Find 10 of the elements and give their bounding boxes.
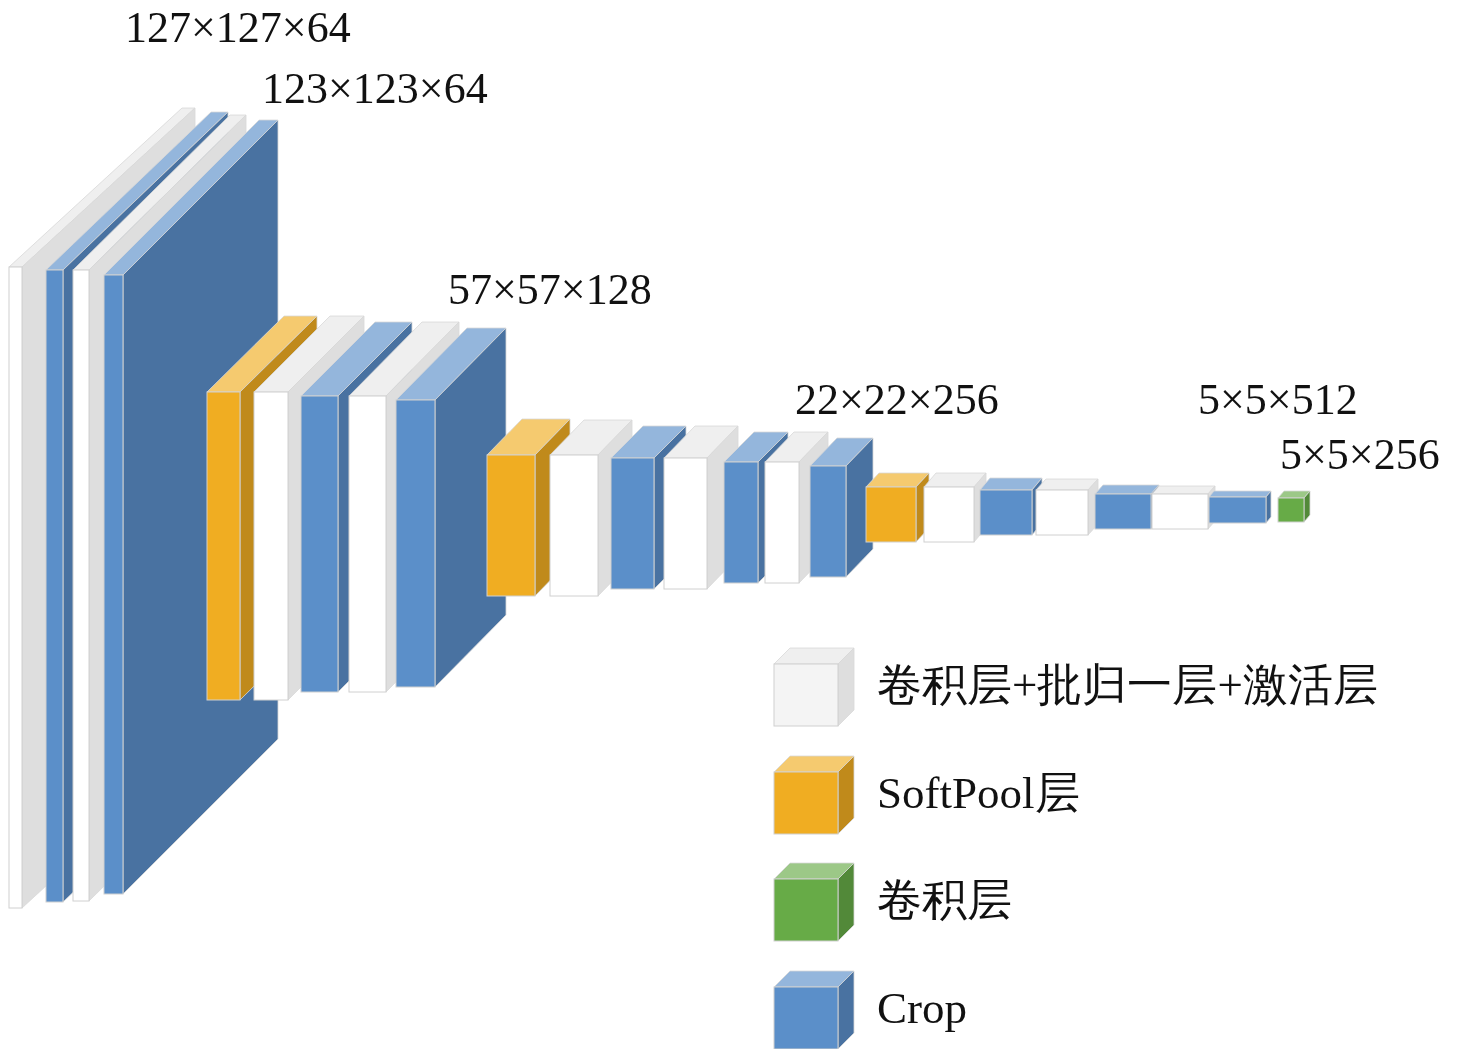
dimension-label: 127×127×64: [125, 6, 351, 50]
legend-label: 卷积层+批归一层+激活层: [877, 663, 1378, 708]
legend-label: 卷积层: [877, 878, 1012, 923]
dimension-label: 5×5×256: [1280, 433, 1440, 477]
dimension-label: 57×57×128: [448, 268, 652, 312]
dimension-label: 22×22×256: [795, 378, 999, 422]
dimension-label: 123×123×64: [262, 67, 488, 111]
dimension-label: 5×5×512: [1198, 378, 1358, 422]
legend-label: Crop: [877, 986, 967, 1031]
legend-label: SoftPool层: [877, 771, 1080, 816]
